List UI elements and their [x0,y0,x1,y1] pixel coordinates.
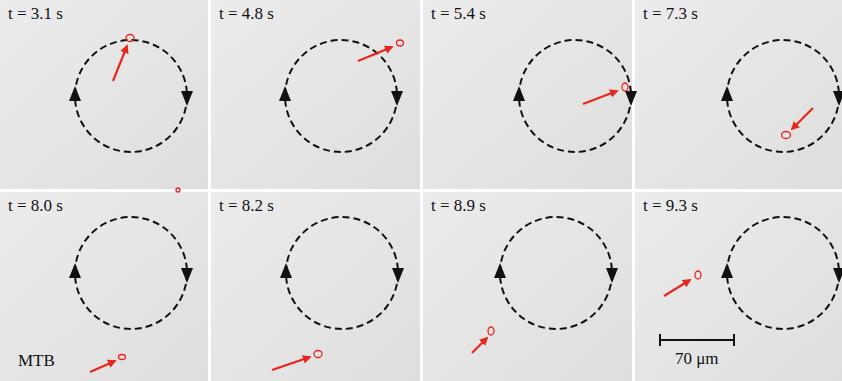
trajectory-rings [69,40,842,329]
pointer-arrows [90,46,813,372]
time-stamp: t = 9.3 s [643,197,698,216]
time-stamp: t = 3.1 s [8,5,63,24]
scale-bar [660,334,734,346]
time-stamp: t = 4.8 s [219,5,274,24]
time-stamp: t = 7.3 s [643,5,698,24]
bacterium-outlines [119,35,791,360]
time-stamp: t = 8.0 s [8,197,63,216]
time-stamp: t = 8.9 s [431,197,486,216]
time-stamp: t = 8.2 s [219,197,274,216]
cell-label: MTB [18,352,55,371]
time-stamp: t = 5.4 s [431,5,486,24]
scale-label: 70 μm [675,350,719,369]
